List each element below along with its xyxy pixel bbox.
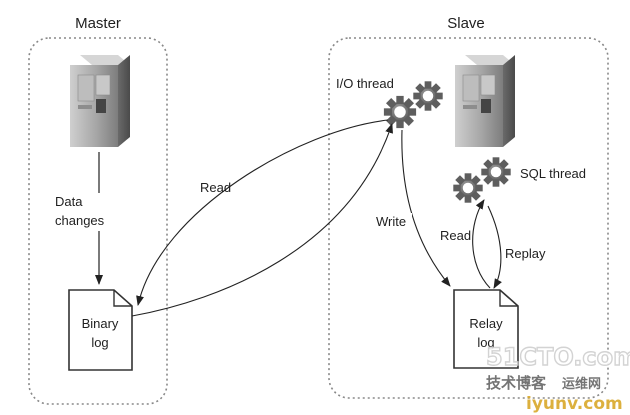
- write-arrow: [401, 129, 451, 287]
- watermark-logo: 51CTO.com 技术博客 运维网 iyunv.com: [485, 342, 630, 414]
- slave-panel: Slave: [328, 15, 609, 399]
- relay-log-document: Relay log: [453, 289, 519, 369]
- write-label: Write: [376, 214, 406, 229]
- data-changes-label-line1: Data: [55, 194, 83, 209]
- watermark-url: iyunv.com: [526, 394, 623, 414]
- replay-label: Replay: [505, 246, 546, 261]
- data-changes-label-bg: [52, 193, 104, 231]
- write-label-bg: [374, 213, 412, 229]
- replay-arrow: [487, 205, 502, 289]
- master-title: Master: [75, 15, 121, 32]
- io-thread-label: I/O thread: [336, 76, 394, 91]
- sql-thread-gears-icon: [453, 157, 511, 203]
- read-relay-label: Read: [440, 228, 471, 243]
- slave-server-icon: [455, 55, 515, 147]
- read-master-label: Read: [200, 180, 231, 195]
- relay-log-label-line1: Relay: [469, 316, 503, 331]
- read-relay-arrow: [472, 199, 491, 289]
- relay-log-label-line2: log: [477, 335, 494, 350]
- watermark-tag: 运维网: [562, 376, 601, 392]
- binary-log-document: Binary log: [68, 289, 133, 371]
- binary-log-label-line2: log: [91, 335, 108, 350]
- watermark-site: 51CTO.com: [486, 343, 630, 371]
- watermark-slogan: 技术博客: [486, 374, 547, 392]
- data-changes-label-line2: changes: [55, 213, 105, 228]
- master-server-icon: [70, 55, 130, 147]
- read-response-arrow: [131, 123, 393, 317]
- master-panel: Master: [28, 15, 168, 405]
- sql-thread-label: SQL thread: [520, 166, 586, 181]
- binary-log-label-line1: Binary: [82, 316, 119, 331]
- slave-title: Slave: [447, 15, 485, 32]
- read-request-arrow: [136, 119, 389, 306]
